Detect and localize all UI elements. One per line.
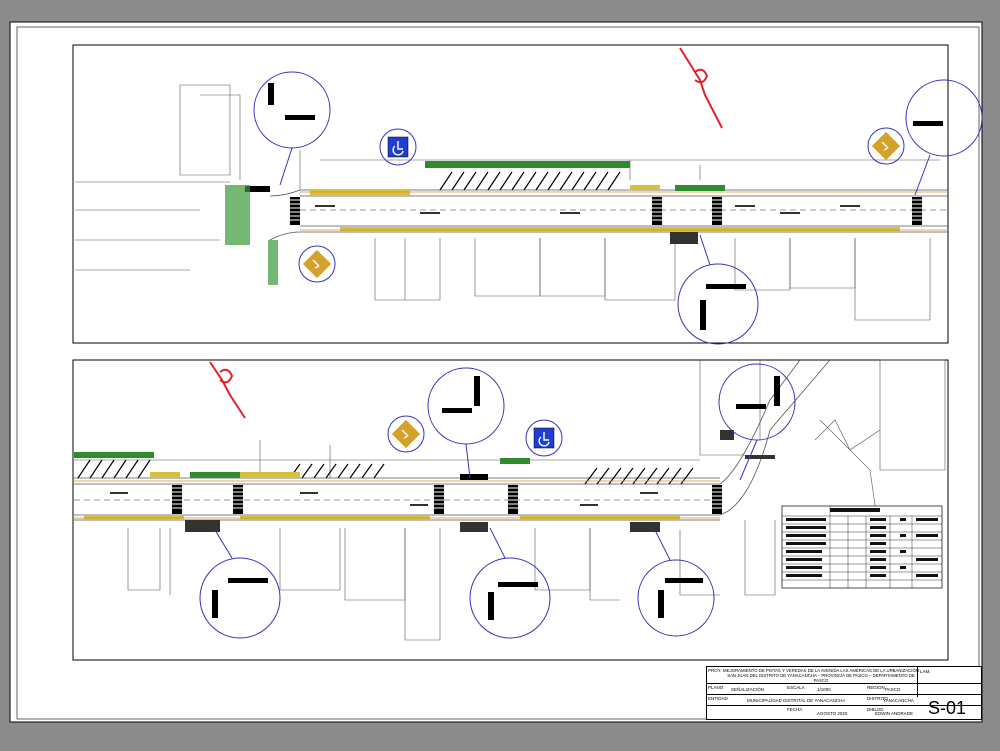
parking-accessible-sign-icon <box>379 128 417 166</box>
detail-callout-circle <box>469 557 551 639</box>
owner-label: ENTIDAD <box>708 696 728 701</box>
warning-sign-icon <box>298 245 336 283</box>
detail-callout-circle <box>677 263 759 345</box>
drawn-label: DIBUJO <box>867 707 884 712</box>
district-value: YANACANCHA <box>883 698 914 703</box>
detail-callout-circle <box>637 559 715 637</box>
lower-street-plan <box>72 359 949 661</box>
title-block: PROY. MEJORAMIENTO DE PISTAS Y VEREDAS D… <box>706 666 982 720</box>
project-tag: PROY. <box>708 668 722 673</box>
owner-value: MUNICIPALIDAD DISTRITAL DE YANACANCHA <box>747 698 846 703</box>
sheet-number: S-01 <box>927 698 967 718</box>
scale-label: ESCALA <box>787 685 805 690</box>
plan-value: SEÑALIZACIÓN <box>731 687 765 692</box>
lower-tree-row <box>74 452 680 520</box>
project-title-line1: MEJORAMIENTO DE PISTAS Y VEREDAS DE LA A… <box>723 668 919 673</box>
warning-sign-icon <box>867 127 905 165</box>
region-value: PASCO <box>885 687 901 692</box>
date-label: FECHA <box>787 707 803 712</box>
region-label: REGION <box>867 685 885 690</box>
sheet-inner-border <box>16 26 980 720</box>
north-arrow-icon <box>679 47 723 129</box>
signage-legend-table <box>781 505 943 589</box>
parking-accessible-sign-icon <box>525 419 563 457</box>
sheet-label: LAM. <box>920 669 931 674</box>
warning-sign-icon <box>387 415 425 453</box>
drawn-value: EDWIN ANDRADE <box>875 711 914 716</box>
project-title: MEJORAMIENTO DE PISTAS Y VEREDAS DE LA A… <box>721 668 921 683</box>
date-value: AGOSTO 2020 <box>817 711 848 716</box>
upper-tree-row <box>225 161 900 285</box>
district-label: DISTRITO <box>867 696 888 701</box>
scale-value: 1/1000 <box>817 687 831 692</box>
north-arrow-icon <box>209 361 246 419</box>
detail-callout-circle <box>199 557 281 639</box>
upper-street-plan <box>72 44 983 345</box>
detail-callout-circle <box>905 79 983 157</box>
plan-label: PLANO <box>708 685 724 690</box>
sheet-label-cell: LAM. <box>917 667 980 697</box>
upper-plan-frame <box>72 44 949 344</box>
project-title-line2: SAN JUAN DEL DISTRITO DE YANACANCHA – PR… <box>727 673 915 683</box>
